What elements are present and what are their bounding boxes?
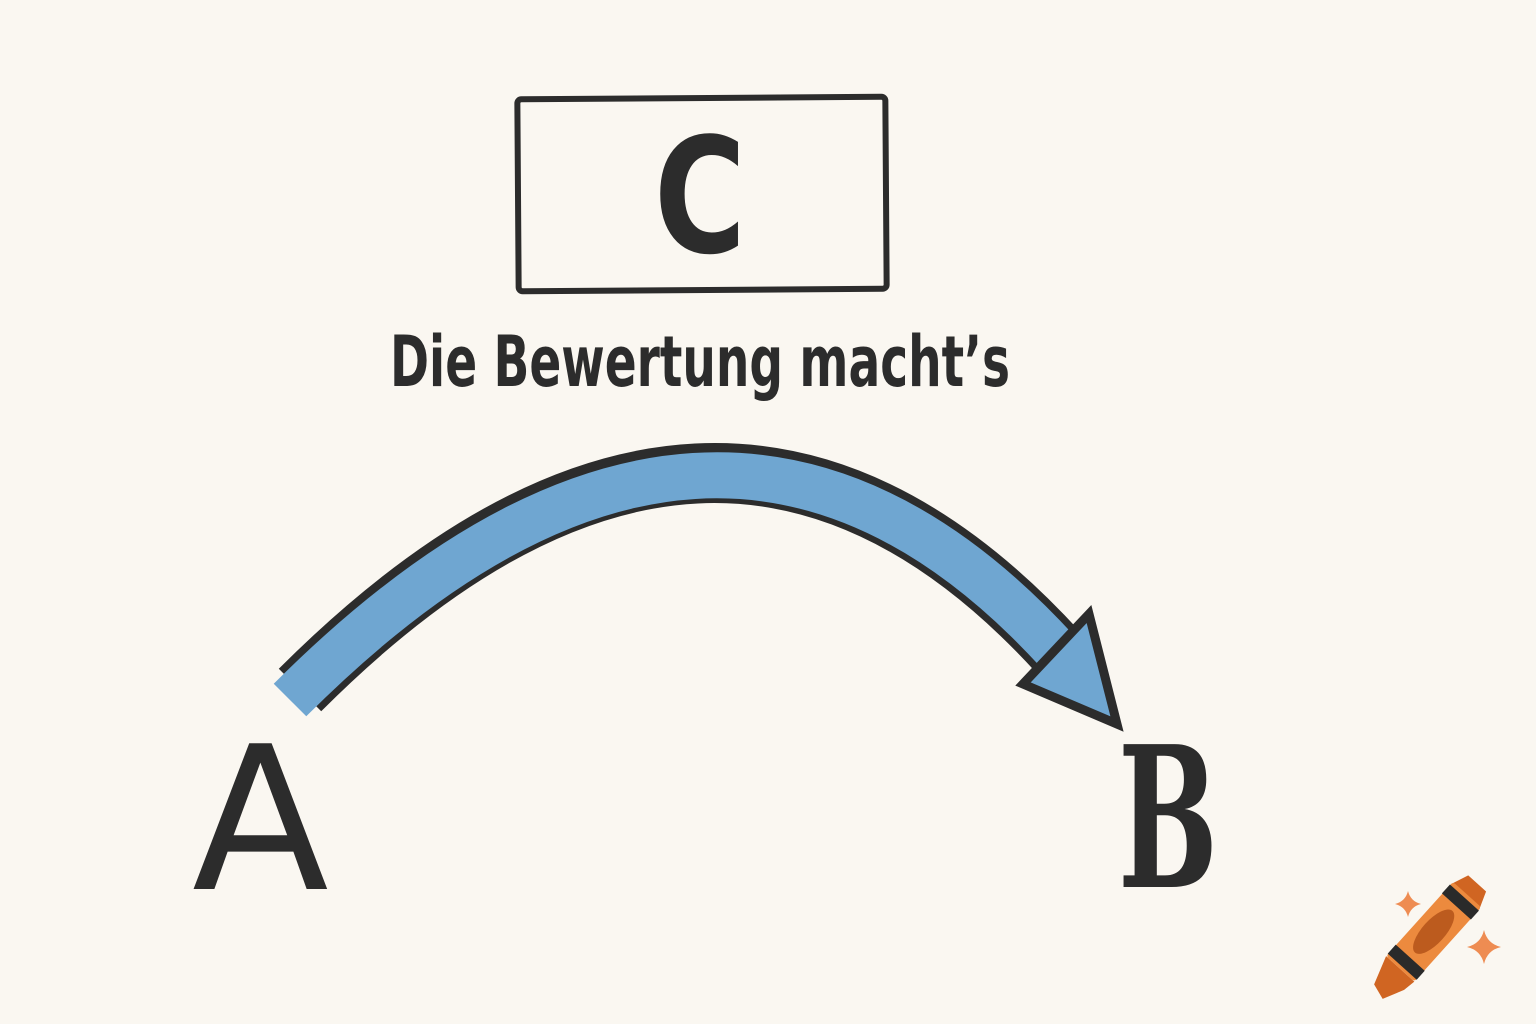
- crayon-end: [1450, 875, 1487, 910]
- sparkle-icon: [1395, 891, 1421, 917]
- crayon-logo: [1374, 875, 1501, 999]
- c-box: [514, 93, 890, 295]
- arrowhead: [1015, 604, 1124, 732]
- crayon-label-oval: [1413, 909, 1455, 954]
- sparkle-icon: [1467, 930, 1501, 964]
- crayon-stripe-back: [1441, 884, 1479, 920]
- c-box-label: C: [654, 103, 746, 290]
- node-a-label: A: [192, 704, 329, 937]
- crayon-tip: [1374, 956, 1415, 999]
- caption-text: Die Bewertung macht’s: [390, 321, 1010, 403]
- arrow-arc: [273, 452, 1075, 717]
- crayon-stripe-front: [1387, 944, 1425, 980]
- node-b-label: B: [1118, 704, 1218, 934]
- crayon-icon: [1374, 875, 1487, 999]
